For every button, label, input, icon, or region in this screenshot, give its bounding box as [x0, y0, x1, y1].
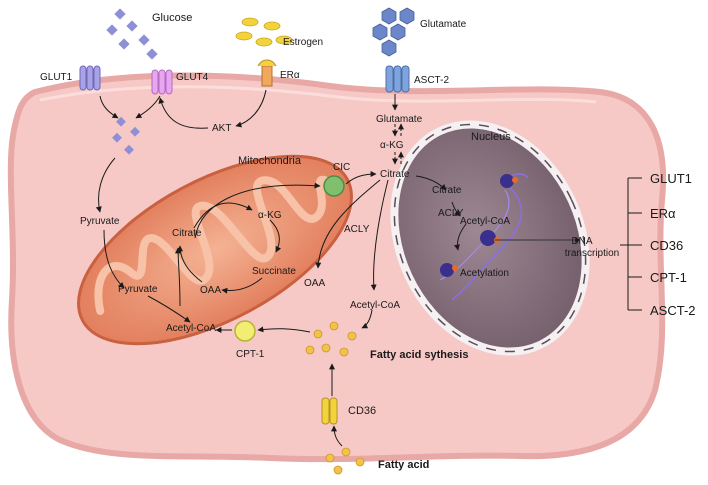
label-acly-nuc: ACLY: [438, 208, 464, 219]
label-acetylation: Acetylation: [460, 268, 509, 279]
label-glut4: GLUT4: [176, 72, 209, 83]
pathway-arrows: [95, 89, 581, 447]
label-pyruvate-cyto: Pyruvate: [80, 216, 120, 227]
estrogen-molecules: [235, 17, 293, 47]
mitochondrion: [77, 154, 353, 346]
label-mitochondria: Mitochondria: [238, 155, 302, 167]
label-akt: AKT: [212, 123, 231, 134]
label-citrate-nuc: Citrate: [432, 185, 462, 196]
label-acly-cyto: ACLY: [344, 224, 370, 235]
era-receptor: [257, 59, 277, 87]
fatty-acid-molecules: [305, 321, 365, 475]
label-glucose: Glucose: [152, 12, 192, 24]
asct2-transporter: [385, 65, 410, 93]
label-era: ERα: [280, 70, 300, 81]
cpt1-transporter: [234, 320, 256, 342]
label-akg-mito: α-KG: [258, 210, 282, 221]
target-gene-era: ERα: [650, 206, 676, 221]
glut1-transporter: [79, 65, 101, 91]
label-glut1: GLUT1: [40, 72, 73, 83]
label-transcription: transcription: [565, 248, 619, 259]
label-cd36: CD36: [348, 405, 376, 417]
label-cpt1: CPT-1: [236, 349, 265, 360]
label-cic: CIC: [333, 162, 350, 173]
label-glutamate-top: Glutamate: [420, 19, 467, 30]
target-gene-asct2: ASCT-2: [650, 303, 696, 318]
label-estrogen: Estrogen: [283, 37, 323, 48]
label-fa-synthesis: Fatty acid sythesis: [370, 349, 468, 361]
target-gene-glut1: GLUT1: [650, 171, 692, 186]
cic-transporter: [323, 175, 345, 197]
label-succinate: Succinate: [252, 266, 296, 277]
label-oaa-cyto: OAA: [304, 278, 325, 289]
glutamate-molecules: [372, 7, 415, 57]
label-oaa-mito: OAA: [200, 285, 221, 296]
target-gene-cpt1: CPT-1: [650, 270, 687, 285]
cd36-transporter: [321, 397, 338, 425]
label-acetylcoa-mito: Acetyl-CoA: [166, 323, 216, 334]
target-gene-bracket: [620, 177, 642, 311]
label-nucleus: Nucleus: [471, 131, 511, 143]
label-dna: DNA: [571, 236, 592, 247]
label-akg-cyto: α-KG: [380, 140, 404, 151]
label-pyruvate-mito: Pyruvate: [118, 284, 158, 295]
label-glutamate-in: Glutamate: [376, 114, 423, 125]
label-citrate-mito: Citrate: [172, 228, 202, 239]
label-acetylcoa-nuc: Acetyl-CoA: [460, 216, 510, 227]
label-fatty-acid: Fatty acid: [378, 459, 429, 471]
label-citrate-cyto: Citrate: [380, 169, 410, 180]
target-gene-cd36: CD36: [650, 238, 683, 253]
label-asct2: ASCT-2: [414, 75, 449, 86]
label-acetylcoa-cyto: Acetyl-CoA: [350, 300, 400, 311]
glut4-transporter: [151, 69, 173, 95]
